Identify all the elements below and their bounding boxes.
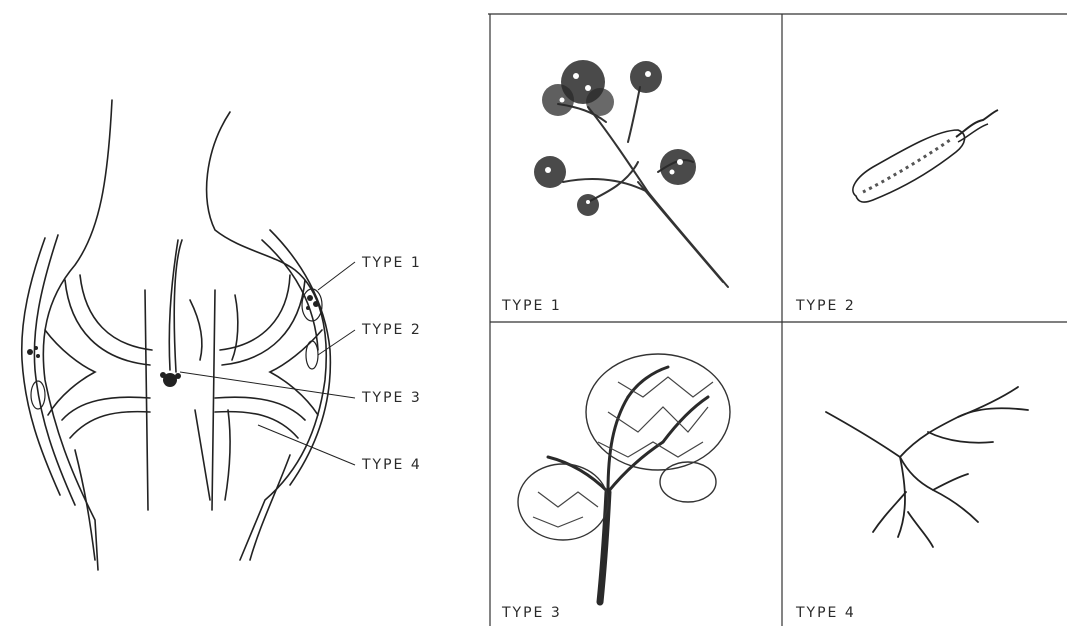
panel-label-type-2: TYPE 2 <box>796 298 856 314</box>
callout-type-1: TYPE 1 <box>362 255 422 271</box>
panel-label-type-3: TYPE 3 <box>502 605 562 621</box>
knee-joint-diagram: TYPE 1 TYPE 2 TYPE 3 TYPE 4 <box>0 0 480 626</box>
receptor-types-grid: TYPE 1 TYPE 2 TYPE 3 TYPE 4 <box>488 12 1067 626</box>
panel-label-type-4: TYPE 4 <box>796 605 856 621</box>
callout-type-3: TYPE 3 <box>362 390 422 406</box>
type-1-receptor-icon <box>534 60 728 287</box>
knee-joint-drawing <box>0 0 480 626</box>
callout-type-2: TYPE 2 <box>362 322 422 338</box>
callout-type-4: TYPE 4 <box>362 457 422 473</box>
panel-label-type-1: TYPE 1 <box>502 298 562 314</box>
type-4-receptor-icon <box>826 387 1028 547</box>
type-2-receptor-icon <box>853 110 998 202</box>
receptor-grid-frame <box>488 12 1067 626</box>
type-3-receptor-icon <box>518 354 730 602</box>
